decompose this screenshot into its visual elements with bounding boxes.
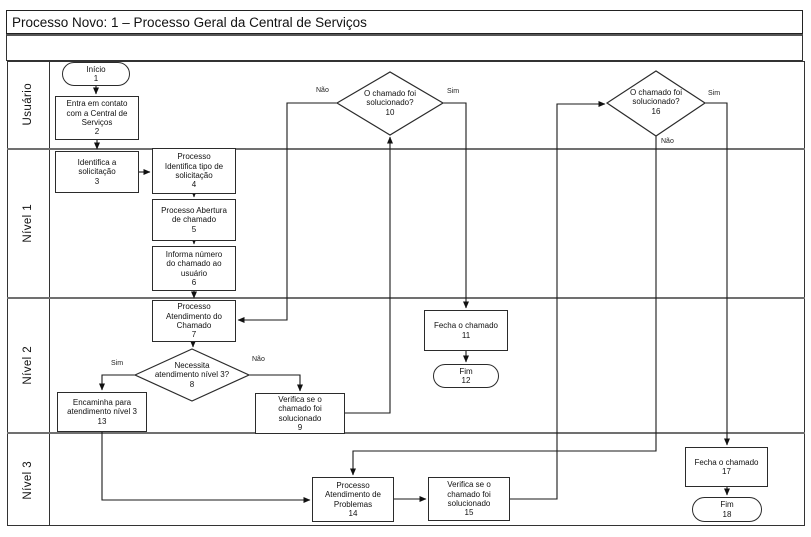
node-informa-numero-6: Informa número do chamado ao usuário 6 — [152, 246, 236, 291]
lane-label-usuario: Usuário — [7, 61, 50, 148]
lane-label-text: Nível 1 — [22, 204, 34, 243]
decision-chamado-solucionado-16: O chamado foi solucionado? 16 — [603, 80, 709, 124]
node-label: Fim — [459, 366, 473, 376]
node-label: Fecha o chamado — [433, 321, 499, 331]
node-number: 16 — [651, 106, 661, 116]
branch-label-10-nao: Não — [316, 87, 329, 94]
node-fecha-chamado-11: Fecha o chamado 11 — [424, 310, 508, 351]
node-label: Processo Abertura de chamado — [161, 206, 227, 225]
node-identifica-tipo-4: Processo Identifica tipo de solicitação … — [152, 148, 236, 194]
lane-label-text: Usuário — [22, 83, 34, 126]
node-number: 6 — [191, 277, 197, 287]
node-number: 9 — [297, 422, 303, 432]
node-identifica-solicitacao-3: Identifica a solicitação 3 — [55, 151, 139, 193]
node-label: Informa número do chamado ao usuário — [165, 249, 223, 278]
node-number: 11 — [461, 330, 471, 340]
diagram-title-bar: Processo Novo: 1 – Processo Geral da Cen… — [6, 10, 803, 34]
node-number: 12 — [461, 376, 471, 385]
node-label: Início — [86, 64, 106, 74]
branch-label-16-sim: Sim — [708, 90, 721, 97]
node-fim-12: Fim 12 — [433, 364, 499, 388]
header-empty-band — [6, 34, 803, 61]
branch-label-16-nao: Não — [661, 138, 674, 145]
node-verifica-solucionado-15: Verifica se o chamado foi solucionado 15 — [428, 477, 510, 521]
diagram-title: Processo Novo: 1 – Processo Geral da Cen… — [12, 14, 367, 30]
node-label: Identifica a solicitação — [77, 158, 117, 177]
node-label: Fim — [720, 500, 734, 510]
node-label: Entra em contato com a Central de Serviç… — [66, 99, 128, 127]
node-number: 17 — [722, 467, 731, 476]
lane-label-nivel-2: Nível 2 — [7, 299, 50, 432]
lane-label-nivel-3: Nível 3 — [7, 434, 50, 526]
node-encaminha-nivel3-13: Encaminha para atendimento nível 3 13 — [57, 392, 147, 432]
node-atendimento-problemas-14: Processo Atendimento de Problemas 14 — [312, 477, 394, 522]
node-inicio-1: Início 1 — [62, 62, 130, 86]
node-label: Verifica se o chamado foi solucionado — [278, 394, 322, 423]
node-fecha-chamado-17: Fecha o chamado 17 — [685, 447, 768, 487]
node-label: O chamado foi solucionado? — [629, 88, 683, 107]
decision-necessita-nivel3-8: Necessita atendimento nível 3? 8 — [134, 354, 250, 396]
node-number: 10 — [385, 107, 395, 117]
node-label: Processo Atendimento do Chamado — [165, 302, 223, 330]
node-fim-18: Fim 18 — [692, 497, 762, 522]
node-number: 5 — [191, 224, 197, 234]
node-label: Encaminha para atendimento nível 3 — [67, 398, 137, 417]
node-abertura-chamado-5: Processo Abertura de chamado 5 — [152, 199, 236, 241]
node-label: Necessita atendimento nível 3? — [154, 361, 230, 380]
lane-label-text: Nível 3 — [22, 460, 34, 500]
node-number: 13 — [97, 416, 107, 426]
node-number: 7 — [191, 330, 197, 340]
node-verifica-solucionado-9: Verifica se o chamado foi solucionado 9 — [255, 393, 345, 434]
lane-label-text: Nível 2 — [22, 346, 34, 385]
branch-label-8-nao: Não — [252, 356, 265, 363]
node-label: Processo Identifica tipo de solicitação — [164, 152, 224, 180]
node-number: 3 — [94, 176, 100, 186]
node-atendimento-chamado-7: Processo Atendimento do Chamado 7 — [152, 300, 236, 342]
lane-usuario: Usuário — [7, 61, 805, 148]
node-label: O chamado foi solucionado? — [363, 89, 417, 108]
node-number: 4 — [191, 180, 197, 190]
node-number: 2 — [94, 127, 100, 137]
node-label: Fecha o chamado — [694, 457, 759, 467]
node-number: 14 — [348, 508, 358, 518]
node-number: 8 — [189, 379, 195, 389]
lane-label-nivel-1: Nível 1 — [7, 150, 50, 297]
node-entra-em-contato-2: Entra em contato com a Central de Serviç… — [55, 96, 139, 140]
branch-label-8-sim: Sim — [111, 360, 124, 367]
node-number: 18 — [722, 509, 732, 519]
node-label: Verifica se o chamado foi solucionado — [447, 480, 491, 508]
branch-label-10-sim: Sim — [447, 88, 460, 95]
node-number: 15 — [464, 508, 474, 518]
node-number: 1 — [93, 74, 99, 83]
node-label: Processo Atendimento de Problemas — [324, 480, 382, 509]
decision-chamado-solucionado-10: O chamado foi solucionado? 10 — [337, 82, 443, 124]
